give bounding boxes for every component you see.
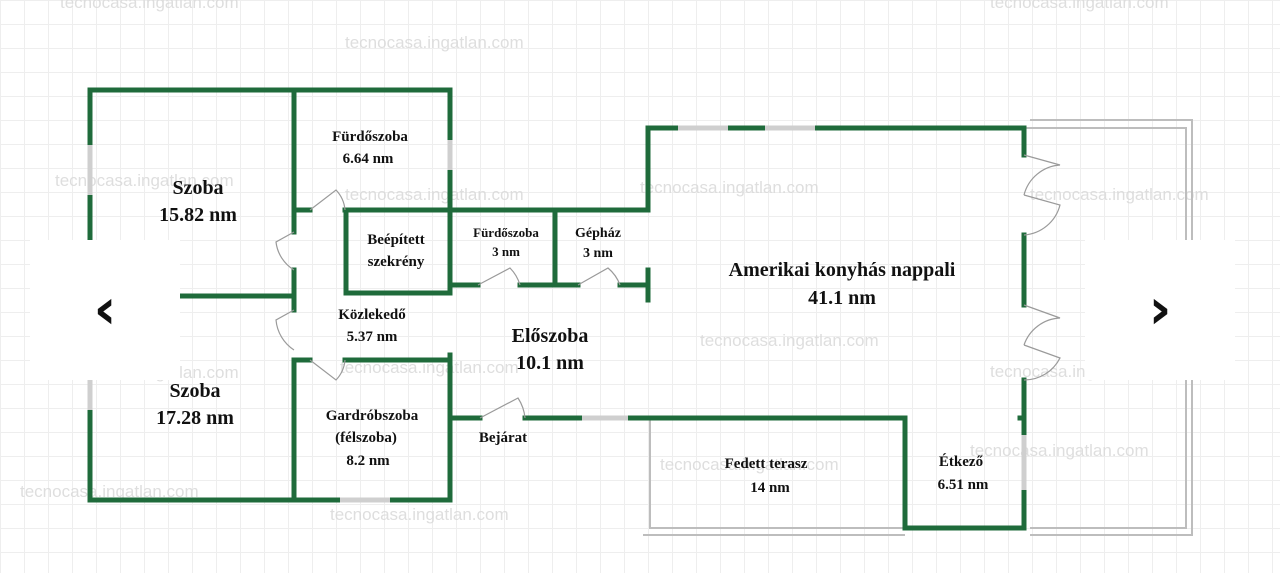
watermark: tecnocasa.ingatlan.com bbox=[345, 185, 524, 204]
room-area-eloszoba: 10.1 nm bbox=[516, 352, 584, 374]
windows bbox=[87, 125, 1027, 503]
room-labels: Szoba 15.82 nm Fürdőszoba 6.64 nm Beépít… bbox=[156, 129, 989, 496]
watermarks: tecnocasa.ingatlan.com tecnocasa.ingatla… bbox=[20, 0, 1209, 524]
watermark: tecnocasa.ingatlan.com bbox=[20, 482, 199, 501]
walls bbox=[87, 87, 1027, 531]
watermark: tecnocasa.ingatlan.com bbox=[660, 455, 839, 474]
room-name-beepitett-line2: szekrény bbox=[368, 254, 425, 270]
watermark: tecnocasa.ingatlan.com bbox=[330, 505, 509, 524]
watermark: tecnocasa.ingatlan.com bbox=[345, 33, 524, 52]
room-name-terasz: Fedett terasz bbox=[725, 456, 808, 472]
room-name-szoba-1: Szoba bbox=[172, 177, 223, 199]
room-name-beepitett-line1: Beépített bbox=[367, 232, 424, 248]
watermark: tecnocasa.ingatlan.com bbox=[640, 178, 819, 197]
prev-image-button[interactable]: ‹ bbox=[30, 240, 180, 380]
doors bbox=[275, 154, 1061, 419]
room-name-furdoszoba-1: Fürdőszoba bbox=[332, 129, 408, 145]
room-name-eloszoba: Előszoba bbox=[512, 325, 589, 347]
chevron-left-icon: ‹ bbox=[93, 277, 117, 342]
room-area-terasz: 14 nm bbox=[750, 480, 790, 496]
room-area-furdoszoba-1: 6.64 nm bbox=[343, 151, 394, 167]
watermark: tecnocasa.ingatlan.com bbox=[700, 331, 879, 350]
room-name-gardrob-line2: (félszoba) bbox=[335, 430, 397, 446]
room-area-etkezo: 6.51 nm bbox=[938, 477, 989, 493]
room-area-kozlekedo: 5.37 nm bbox=[347, 329, 398, 345]
room-area-gephaz: 3 nm bbox=[583, 246, 613, 261]
room-name-nappali: Amerikai konyhás nappali bbox=[729, 259, 956, 281]
chevron-right-icon: › bbox=[1148, 277, 1172, 342]
room-area-nappali: 41.1 nm bbox=[808, 287, 876, 309]
room-name-furdoszoba-2: Fürdőszoba bbox=[473, 225, 539, 240]
room-area-furdoszoba-2: 3 nm bbox=[492, 244, 520, 259]
room-area-szoba-2: 17.28 nm bbox=[156, 407, 234, 429]
room-area-szoba-1: 15.82 nm bbox=[159, 204, 237, 226]
room-name-etkezo: Étkező bbox=[939, 453, 984, 470]
watermark: tecnocasa.ingatlan.com bbox=[340, 358, 519, 377]
room-area-gardrob: 8.2 nm bbox=[346, 453, 390, 469]
room-name-szoba-2: Szoba bbox=[169, 380, 220, 402]
room-name-gephaz: Gépház bbox=[575, 226, 621, 241]
room-name-kozlekedo: Közlekedő bbox=[338, 307, 406, 323]
room-name-gardrob-line1: Gardróbszoba bbox=[326, 408, 419, 424]
next-image-button[interactable]: › bbox=[1085, 240, 1235, 380]
watermark: tecnocasa.ingatlan.com bbox=[60, 0, 239, 12]
watermark: tecnocasa.ingatlan.com bbox=[990, 0, 1169, 12]
watermark: tecnocasa.ingatlan.com bbox=[1030, 185, 1209, 204]
watermark: tecnocasa.ingatlan.com bbox=[970, 441, 1149, 460]
watermark: tecnocasa.ingatlan.com bbox=[55, 171, 234, 190]
label-bejarat: Bejárat bbox=[479, 430, 527, 446]
